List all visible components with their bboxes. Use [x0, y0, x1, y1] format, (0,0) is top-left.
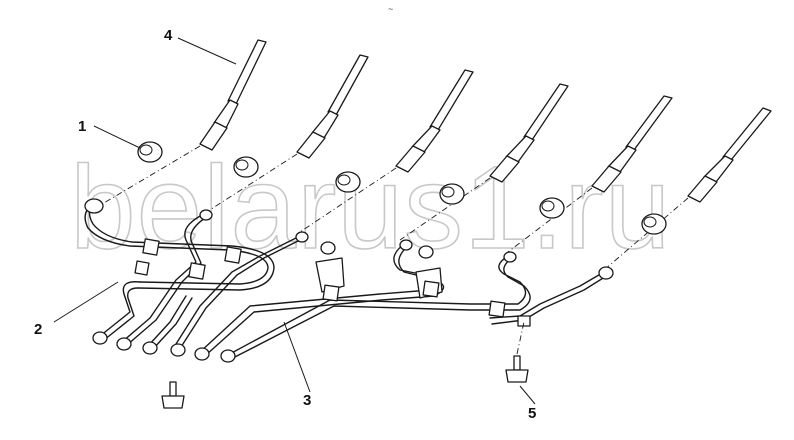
- injector-4: [489, 83, 569, 183]
- nut-2: [233, 156, 259, 178]
- clamps: [134, 238, 531, 327]
- callout-4: 4: [164, 27, 173, 44]
- leader-lines: [53, 37, 536, 405]
- nut-4: [439, 183, 465, 205]
- nut-5: [539, 197, 565, 219]
- nut-1: [137, 141, 163, 163]
- injector-2: [296, 54, 369, 159]
- callout-5: 5: [528, 405, 536, 422]
- center-lines: [91, 145, 689, 271]
- bolt-5: [505, 321, 529, 383]
- injector-5: [591, 95, 673, 193]
- nut-6: [641, 213, 667, 235]
- watermark: belarus1.ru: [70, 142, 671, 274]
- injector-1: [199, 39, 267, 151]
- injector-6: [687, 107, 772, 203]
- bolt-left: [161, 381, 185, 409]
- pipe-fittings: [84, 198, 614, 363]
- injector-3: [395, 69, 474, 173]
- callout-2: 2: [34, 321, 42, 338]
- callout-3: 3: [303, 392, 311, 409]
- callout-1: 1: [78, 118, 86, 135]
- nut-3: [335, 171, 361, 193]
- top-mark: ~: [388, 4, 393, 14]
